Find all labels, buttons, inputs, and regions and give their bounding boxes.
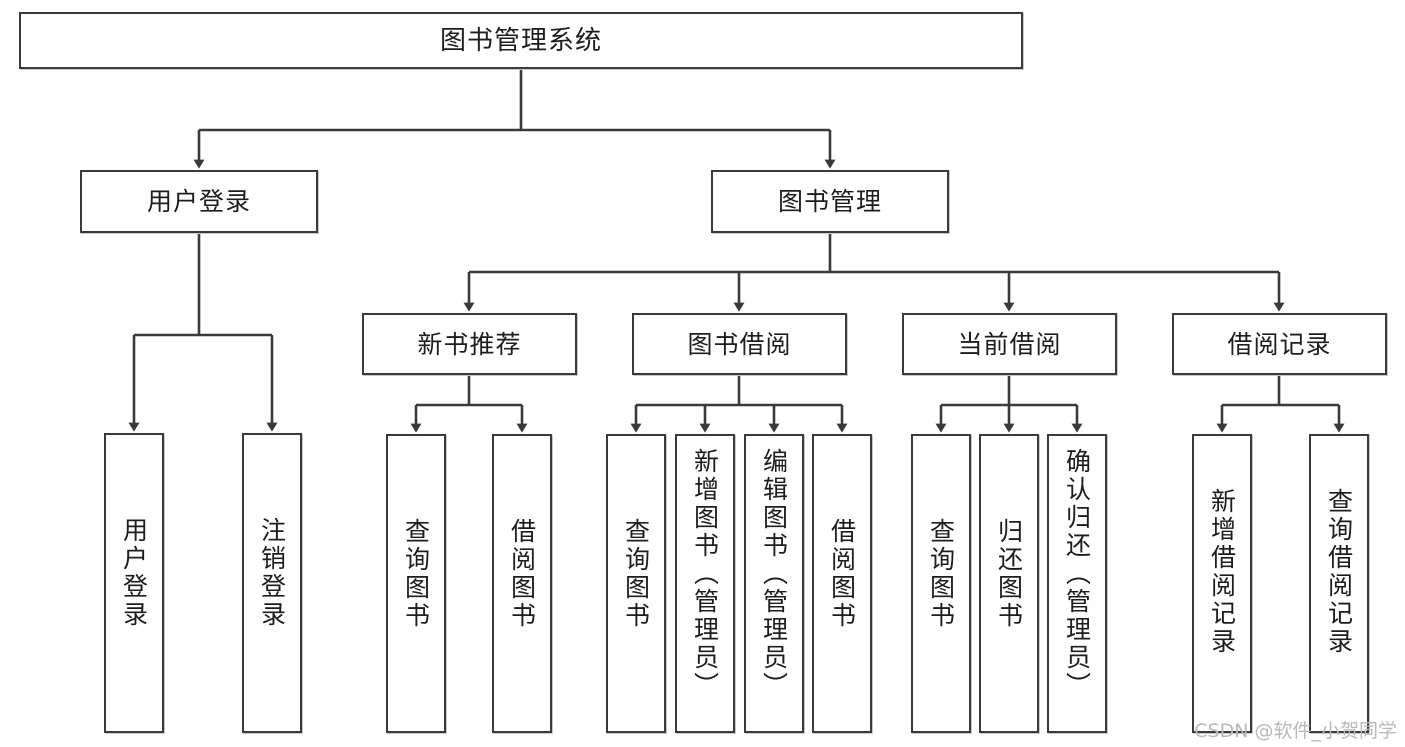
node-label: 确认归还（管理员） <box>1062 448 1092 700</box>
node-root-book-management-system[interactable]: 图书管理系统 <box>19 12 1023 69</box>
node-label: 用户登录 <box>119 517 149 629</box>
node-book-management[interactable]: 图书管理 <box>711 170 949 233</box>
node-leaf-book-borrow-add[interactable]: 新增图书（管理员） <box>675 434 735 733</box>
node-user-login[interactable]: 用户登录 <box>80 170 318 233</box>
node-leaf-current-borrow-return[interactable]: 归还图书 <box>979 434 1039 733</box>
node-label: 借阅记录 <box>1227 329 1332 359</box>
node-leaf-book-borrow-borrow[interactable]: 借阅图书 <box>812 434 872 733</box>
node-label: 编辑图书（管理员） <box>759 448 789 700</box>
node-label: 新增图书（管理员） <box>690 448 720 700</box>
node-leaf-new-book-query[interactable]: 查询图书 <box>386 434 446 733</box>
node-leaf-current-borrow-query[interactable]: 查询图书 <box>911 434 971 733</box>
node-label: 图书借阅 <box>687 329 792 359</box>
node-label: 图书管理系统 <box>439 25 602 56</box>
node-label: 查询图书 <box>401 518 431 630</box>
node-label: 图书管理 <box>777 187 882 216</box>
csdn-watermark: CSDN @软件_小贺同学 <box>1194 720 1397 742</box>
node-new-book-recommend[interactable]: 新书推荐 <box>362 313 577 375</box>
node-label: 查询图书 <box>926 518 956 630</box>
node-borrow-record[interactable]: 借阅记录 <box>1172 313 1387 375</box>
node-leaf-new-book-borrow[interactable]: 借阅图书 <box>492 434 552 733</box>
node-leaf-borrow-record-query[interactable]: 查询借阅记录 <box>1309 434 1369 733</box>
node-label: 查询图书 <box>621 518 651 630</box>
node-leaf-current-borrow-confirm-return[interactable]: 确认归还（管理员） <box>1047 434 1107 733</box>
node-label: 注销登录 <box>257 517 287 629</box>
node-label: 借阅图书 <box>507 518 537 630</box>
node-label: 当前借阅 <box>957 329 1062 359</box>
node-leaf-book-borrow-query[interactable]: 查询图书 <box>606 434 666 733</box>
node-leaf-user-login-login[interactable]: 用户登录 <box>104 433 164 733</box>
node-leaf-book-borrow-edit[interactable]: 编辑图书（管理员） <box>744 434 804 733</box>
node-label: 借阅图书 <box>827 518 857 630</box>
node-label: 用户登录 <box>146 187 251 216</box>
node-leaf-borrow-record-add[interactable]: 新增借阅记录 <box>1192 434 1252 733</box>
node-leaf-user-login-logout[interactable]: 注销登录 <box>242 433 302 733</box>
node-label: 查询借阅记录 <box>1324 488 1354 656</box>
node-label: 归还图书 <box>994 518 1024 630</box>
node-label: 新书推荐 <box>417 329 522 359</box>
node-label: 新增借阅记录 <box>1207 488 1237 656</box>
node-current-borrow[interactable]: 当前借阅 <box>902 313 1117 375</box>
node-book-borrow[interactable]: 图书借阅 <box>632 313 847 375</box>
